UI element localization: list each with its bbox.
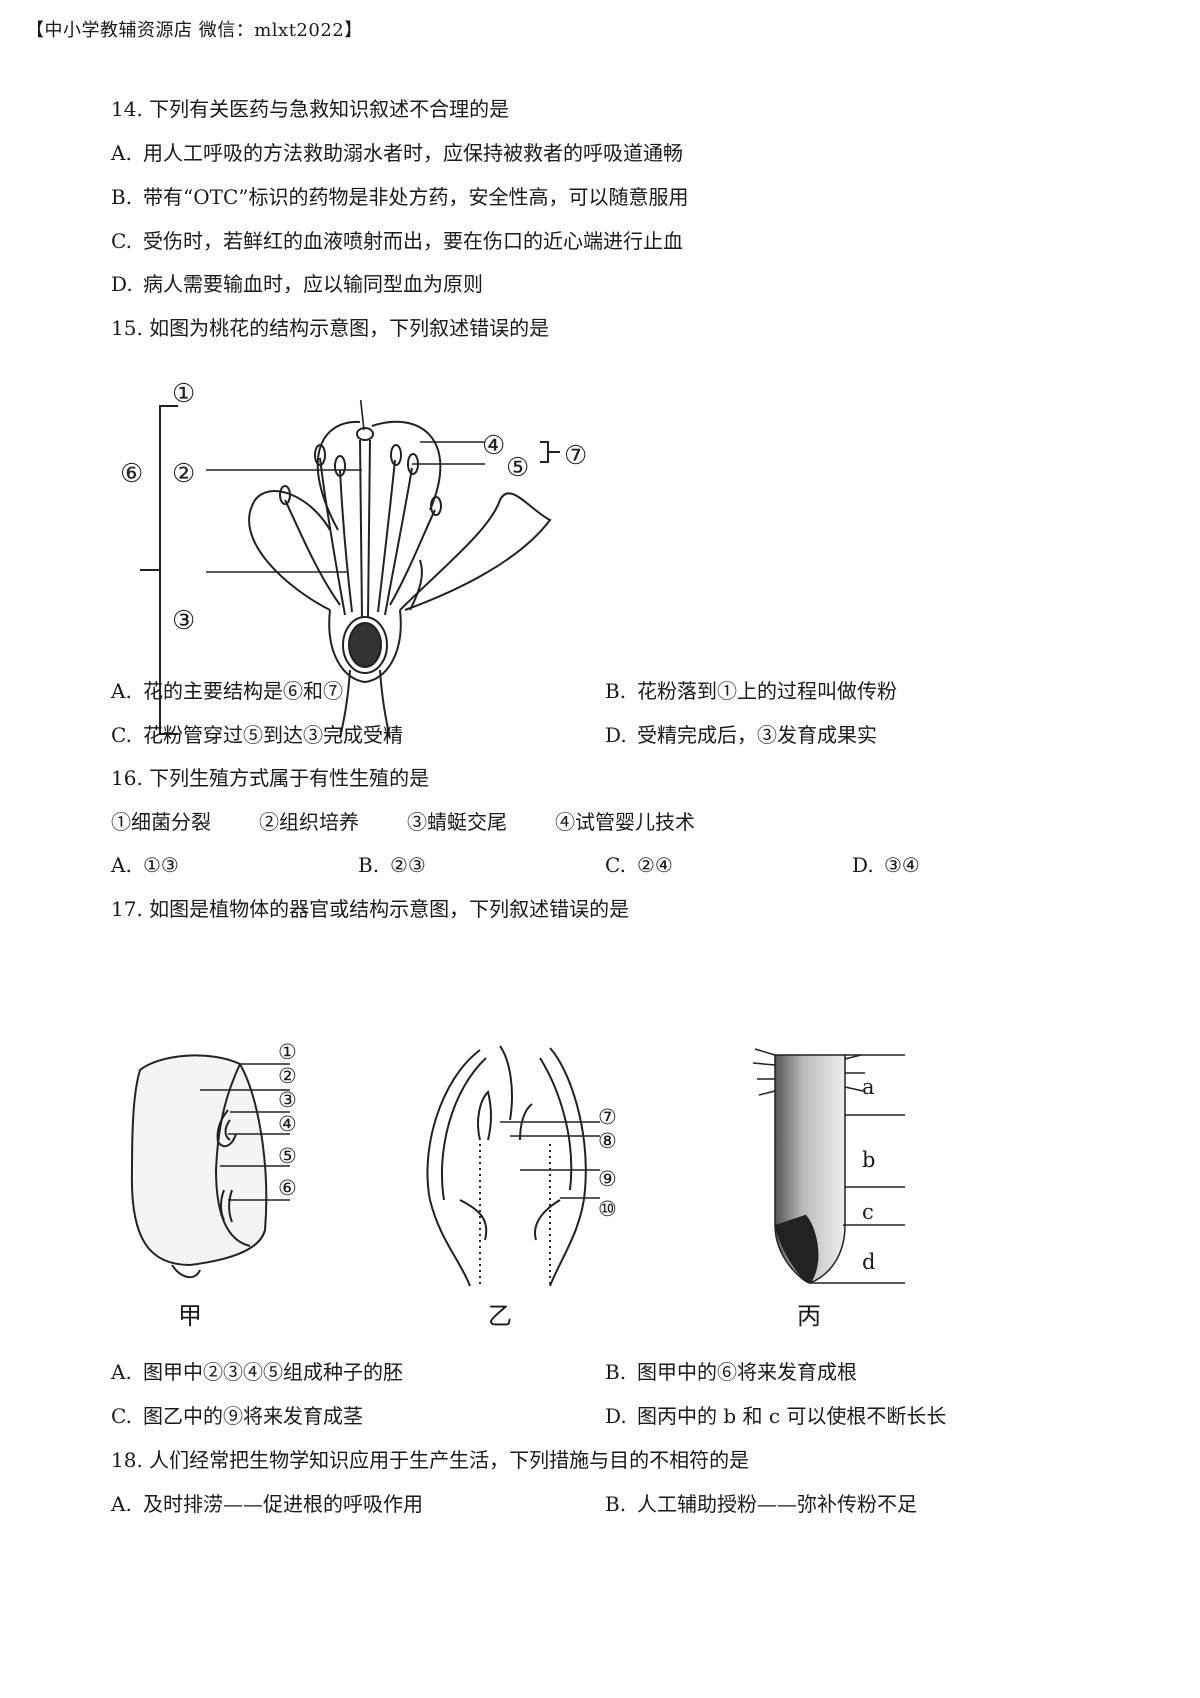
- q15-option-d: D.受精完成后，③发育成果实: [605, 723, 877, 747]
- leaf-bud-diagram: [426, 1045, 600, 1287]
- caption-bing: 丙: [797, 1302, 821, 1330]
- bud-labels: ⑦ ⑧ ⑨ ⑩: [598, 1105, 617, 1221]
- jia-label-2: ②: [278, 1064, 297, 1088]
- q16-item-3: ③蜻蜓交尾: [407, 810, 507, 834]
- q17-option-d: D.图丙中的 b 和 c 可以使根不断长长: [605, 1404, 947, 1428]
- yi-label-10: ⑩: [598, 1197, 617, 1221]
- q18-stem: 18. 人们经常把生物学知识应用于生产生活，下列措施与目的不相符的是: [111, 1448, 750, 1472]
- q16-option-a: A.①③: [111, 853, 179, 877]
- label-6: ⑥: [120, 459, 143, 489]
- q17-option-c: C.图乙中的⑨将来发育成茎: [111, 1404, 363, 1428]
- q14-option-c: C.受伤时，若鲜红的血液喷射而出，要在伤口的近心端进行止血: [111, 229, 683, 253]
- q16-item-1: ①细菌分裂: [111, 810, 211, 834]
- label-4: ④: [482, 431, 505, 461]
- q15-option-b: B.花粉落到①上的过程叫做传粉: [605, 679, 897, 703]
- q18-option-a: A.及时排涝——促进根的呼吸作用: [111, 1492, 423, 1516]
- label-3: ③: [172, 606, 196, 636]
- q15-option-c: C.花粉管穿过⑤到达③完成受精: [111, 723, 403, 747]
- q14-stem: 14. 下列有关医药与急救知识叙述不合理的是: [111, 97, 510, 121]
- label-2: ②: [172, 459, 195, 489]
- label-7: ⑦: [564, 441, 587, 471]
- q17-stem: 17. 如图是植物体的器官或结构示意图，下列叙述错误的是: [111, 897, 630, 921]
- q16-stem: 16. 下列生殖方式属于有性生殖的是: [111, 766, 430, 790]
- q18-option-b: B.人工辅助授粉——弥补传粉不足: [605, 1492, 917, 1516]
- bing-label-d: d: [862, 1250, 876, 1274]
- bing-label-a: a: [862, 1075, 875, 1099]
- q17-option-b: B.图甲中的⑥将来发育成根: [605, 1360, 857, 1384]
- label-5: ⑤: [506, 453, 529, 483]
- jia-label-4: ④: [278, 1112, 297, 1136]
- q14-option-a: A.用人工呼吸的方法救助溺水者时，应保持被救者的呼吸道通畅: [111, 141, 683, 165]
- caption-yi: 乙: [488, 1302, 512, 1330]
- bing-label-b: b: [862, 1148, 876, 1172]
- jia-label-5: ⑤: [278, 1144, 297, 1168]
- q16-item-4: ④试管婴儿技术: [555, 810, 695, 834]
- bing-label-c: c: [862, 1200, 874, 1224]
- q14-option-d: D.病人需要输血时，应以输同型血为原则: [111, 272, 483, 296]
- jia-label-3: ③: [278, 1088, 297, 1112]
- q17-option-a: A.图甲中②③④⑤组成种子的胚: [111, 1360, 403, 1384]
- yi-label-7: ⑦: [598, 1105, 617, 1129]
- page-header: 【中小学教辅资源店 微信：mlxt2022】: [26, 20, 363, 41]
- label-1: ①: [172, 379, 195, 409]
- q16-option-b: B.②③: [358, 853, 426, 877]
- jia-label-1: ①: [278, 1040, 297, 1064]
- q16-option-c: C.②④: [605, 853, 673, 877]
- root-tip-diagram: [752, 1048, 905, 1284]
- yi-label-8: ⑧: [598, 1129, 617, 1153]
- q14-option-b: B.带有“OTC”标识的药物是非处方药，安全性高，可以随意服用: [111, 185, 689, 209]
- q15-option-a: A.花的主要结构是⑥和⑦: [111, 679, 343, 703]
- q16-item-2: ②组织培养: [259, 810, 359, 834]
- corn-seed-labels: ① ② ③ ④ ⑤ ⑥: [278, 1040, 297, 1200]
- peach-flower-labels: ① ② ⑥ ④ ⑤ ⑦: [120, 379, 587, 489]
- peach-flower-diagram: [140, 400, 560, 739]
- corn-seed-diagram: [130, 1054, 290, 1279]
- q16-option-d: D.③④: [852, 853, 920, 877]
- caption-jia: 甲: [178, 1302, 202, 1330]
- yi-label-9: ⑨: [598, 1167, 617, 1191]
- jia-label-6: ⑥: [278, 1176, 297, 1200]
- q15-stem: 15. 如图为桃花的结构示意图，下列叙述错误的是: [111, 316, 550, 340]
